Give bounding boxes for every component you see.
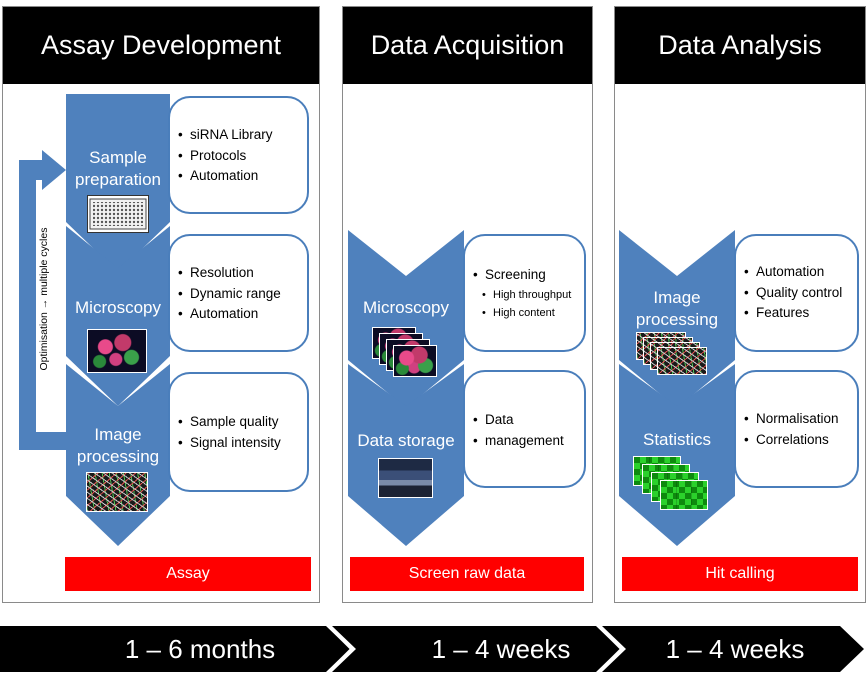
optimisation-loop-label: Optimisation → multiple cycles xyxy=(38,227,50,371)
panel-title: Data Acquisition xyxy=(343,7,592,84)
well-plate-icon xyxy=(87,195,149,233)
bullet-item-continuation: management xyxy=(472,431,584,452)
bullet-item: Automation xyxy=(177,166,307,187)
segmented-cells-icon xyxy=(86,472,148,512)
result-bar-screen-raw-data: Screen raw data xyxy=(350,557,584,591)
heatmap-stack-icon xyxy=(633,456,713,512)
bullet-box-image-processing: Automation Quality control Features xyxy=(734,234,859,352)
stage-label-data-storage: Data storage xyxy=(357,431,455,450)
timeline-label-data-acquisition: 1 – 4 weeks xyxy=(431,633,571,664)
chevron-statistics xyxy=(619,364,735,546)
timeline-label-data-analysis: 1 – 4 weeks xyxy=(665,633,805,664)
result-bar-assay: Assay xyxy=(65,557,311,591)
bullet-box-microscopy: Resolution Dynamic range Automation xyxy=(168,234,309,352)
bullet-box-image-processing: Sample quality Signal intensity xyxy=(168,372,309,492)
sub-bullet-item: High content xyxy=(472,304,584,322)
result-bar-hit-calling: Hit calling xyxy=(622,557,858,591)
bullet-item: Data xyxy=(472,410,584,431)
timeline-label-assay-development: 1 – 6 months xyxy=(124,633,276,664)
bullet-item: Dynamic range xyxy=(177,284,307,305)
image-stack-icon xyxy=(372,327,438,379)
stage-label-microscopy: Microscopy xyxy=(363,298,449,317)
optimisation-loop-arrow xyxy=(19,150,69,450)
bullet-item: Protocols xyxy=(177,146,307,167)
fluorescence-cells-icon xyxy=(87,329,147,373)
bullet-item: Automation xyxy=(177,304,307,325)
timeline-bar xyxy=(0,626,864,672)
bullet-item: Normalisation xyxy=(743,409,857,430)
bullet-item: Features xyxy=(743,303,857,324)
panel-title: Data Analysis xyxy=(615,7,865,84)
bullet-item: Screening xyxy=(472,265,584,286)
bullet-item: siRNA Library xyxy=(177,125,307,146)
bullet-item: Resolution xyxy=(177,263,307,284)
processed-image-stack-icon xyxy=(636,332,710,378)
bullet-item: Signal intensity xyxy=(177,433,307,454)
bullet-box-statistics: Normalisation Correlations xyxy=(734,370,859,488)
bullet-item: Sample quality xyxy=(177,412,307,433)
stage-label-statistics: Statistics xyxy=(642,430,712,449)
bullet-box-data-storage: Data management xyxy=(463,370,586,488)
stage-label-microscopy: Microscopy xyxy=(75,298,161,317)
bullet-box-microscopy: Screening High throughput High content xyxy=(463,234,586,352)
bullet-item: Automation xyxy=(743,262,857,283)
bullet-item: Correlations xyxy=(743,430,857,451)
bullet-item: Quality control xyxy=(743,283,857,304)
panel-title: Assay Development xyxy=(3,7,319,84)
chevron-data-storage xyxy=(348,364,464,546)
sub-bullet-item: High throughput xyxy=(472,286,584,304)
server-rack-icon xyxy=(378,458,433,498)
bullet-box-sample-preparation: siRNA Library Protocols Automation xyxy=(168,96,309,214)
